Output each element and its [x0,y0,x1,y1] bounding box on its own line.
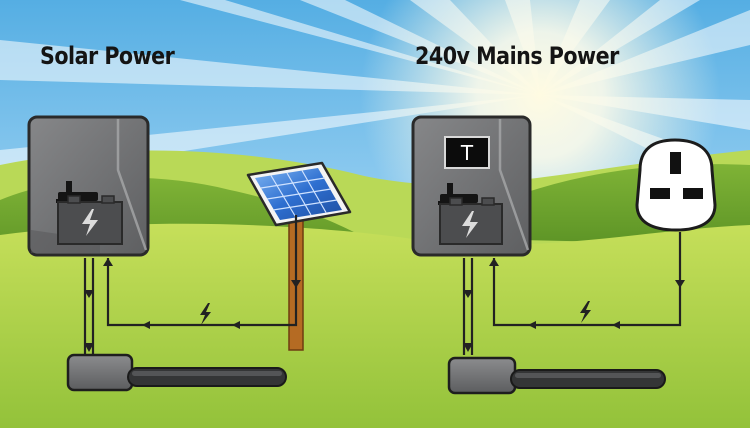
solar-wiring [83,215,298,355]
solar-power-title: Solar Power [40,42,175,70]
gate-actuator-icon [66,353,287,392]
thermostat-icon [444,136,490,169]
thermostat-label: T [460,140,474,165]
lightning-icon [200,303,211,325]
mains-wire-arrows [463,258,685,352]
uk-plug-icon [635,138,717,232]
lightning-icon [580,301,591,323]
gate-actuator-icon [447,356,666,395]
mains-wiring [462,232,682,355]
battery-icon [57,195,123,245]
mains-power-title: 240v Mains Power [415,42,619,70]
solar-wire-arrows [84,258,301,352]
battery-icon [439,197,503,245]
solar-panel-icon [246,161,352,227]
